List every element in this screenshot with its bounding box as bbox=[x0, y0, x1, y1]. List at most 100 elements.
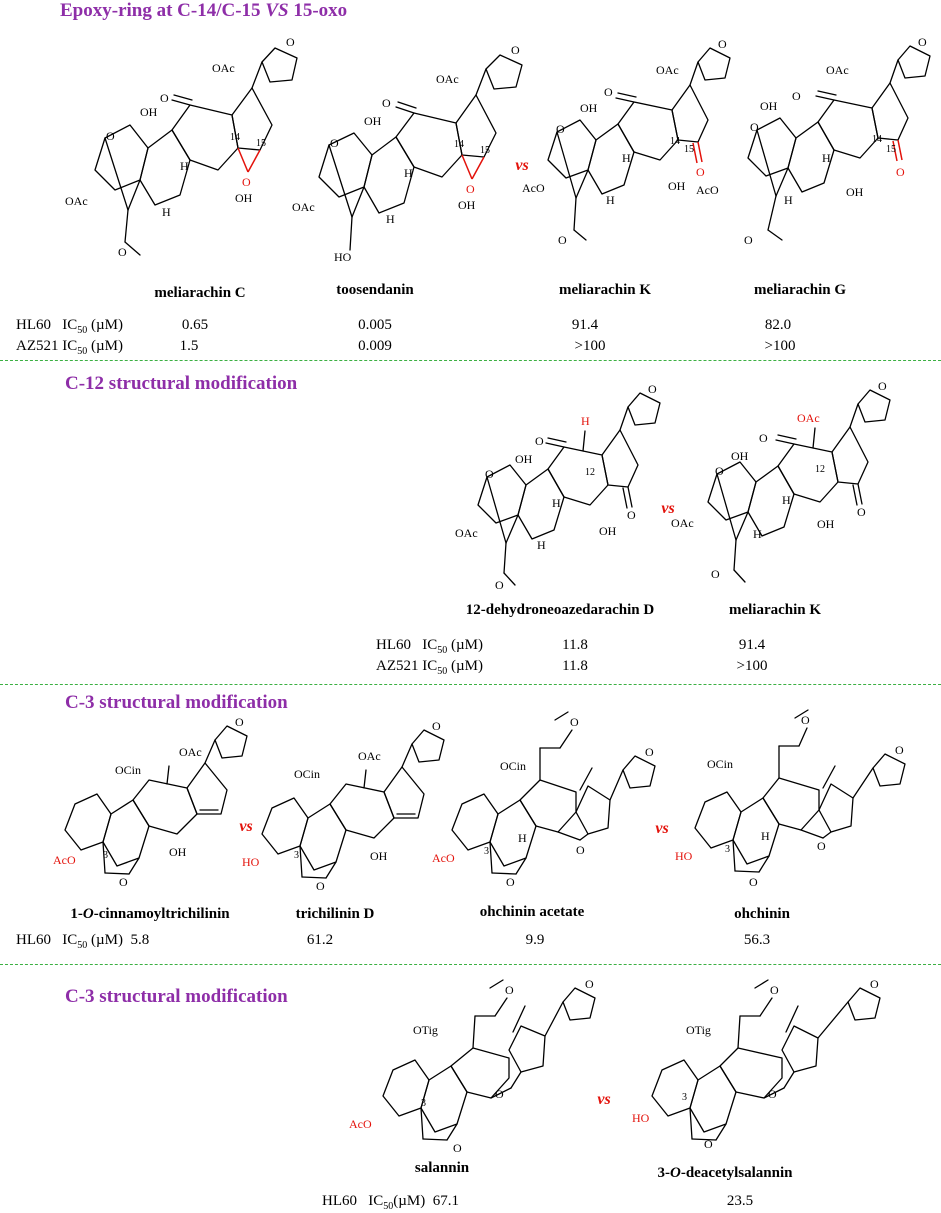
ic50-value: 9.9 bbox=[525, 932, 545, 948]
ic50-row-label: HL60 IC50 (µM) 5.8 bbox=[16, 932, 150, 951]
svg-text:AcO: AcO bbox=[349, 1117, 372, 1131]
svg-text:3: 3 bbox=[421, 1098, 426, 1109]
svg-text:O: O bbox=[627, 508, 636, 522]
svg-text:OCin: OCin bbox=[115, 763, 141, 777]
svg-text:O: O bbox=[696, 165, 705, 179]
ic50-value: 56.3 bbox=[743, 932, 771, 948]
svg-text:AcO: AcO bbox=[696, 183, 719, 197]
svg-text:O: O bbox=[485, 467, 494, 481]
svg-text:O: O bbox=[770, 983, 779, 997]
svg-text:H: H bbox=[761, 829, 770, 843]
svg-text:OCin: OCin bbox=[707, 757, 733, 771]
svg-text:O: O bbox=[801, 713, 810, 727]
svg-text:OTig: OTig bbox=[686, 1023, 711, 1037]
svg-text:O: O bbox=[857, 505, 866, 519]
structure-meliarachin-g: O O 14 15 OAc OH O O AcO H H OH O bbox=[696, 35, 931, 247]
structure-meliarachin-k: O O OAc 12 OH O O OAc H H OH O bbox=[671, 379, 891, 583]
svg-text:OAc: OAc bbox=[826, 63, 849, 77]
ic50-value: 0.009 bbox=[358, 338, 392, 354]
svg-text:O: O bbox=[432, 719, 441, 733]
svg-text:H: H bbox=[784, 193, 793, 207]
svg-text:OAc: OAc bbox=[212, 61, 235, 75]
ic50-row-label: HL60 IC50 (µM) bbox=[376, 637, 483, 656]
section-2-title: C-12 structural modification bbox=[65, 373, 298, 394]
svg-text:H: H bbox=[162, 205, 171, 219]
svg-text:14: 14 bbox=[230, 132, 240, 143]
svg-text:O: O bbox=[585, 977, 594, 991]
svg-text:14: 14 bbox=[670, 136, 680, 147]
svg-text:O: O bbox=[505, 983, 514, 997]
section-3-title: C-3 structural modification bbox=[65, 692, 288, 713]
structure-salannin: O O OTig 3 AcO O O bbox=[349, 977, 596, 1155]
svg-text:O: O bbox=[556, 122, 565, 136]
ic50-value: 0.005 bbox=[358, 317, 392, 333]
svg-text:12: 12 bbox=[585, 467, 595, 478]
svg-text:O: O bbox=[604, 85, 613, 99]
svg-text:3: 3 bbox=[103, 850, 108, 861]
svg-text:H: H bbox=[180, 159, 189, 173]
svg-text:H: H bbox=[622, 151, 631, 165]
svg-text:O: O bbox=[645, 745, 654, 759]
svg-text:OH: OH bbox=[458, 198, 476, 212]
svg-text:OH: OH bbox=[140, 105, 158, 119]
svg-text:HO: HO bbox=[675, 849, 693, 863]
svg-text:OH: OH bbox=[235, 191, 253, 205]
svg-text:OH: OH bbox=[668, 179, 686, 193]
structure-1-o-cinnamoyltrichilinin: O OAc OCin 3 AcO OH O bbox=[53, 715, 248, 889]
ic50-row-label: AZ521 IC50 (µM) bbox=[376, 658, 483, 677]
svg-text:OH: OH bbox=[731, 449, 749, 463]
svg-text:H: H bbox=[552, 496, 561, 510]
svg-text:OH: OH bbox=[169, 845, 187, 859]
svg-text:H: H bbox=[581, 414, 590, 428]
compound-name: meliarachin G bbox=[753, 282, 847, 298]
svg-text:OAc: OAc bbox=[455, 526, 478, 540]
svg-text:H: H bbox=[822, 151, 831, 165]
svg-text:H: H bbox=[606, 193, 615, 207]
svg-text:O: O bbox=[711, 567, 720, 581]
svg-text:15: 15 bbox=[256, 138, 266, 149]
compound-name: ohchinin acetate bbox=[479, 904, 585, 920]
svg-text:HO: HO bbox=[334, 250, 352, 264]
svg-text:OCin: OCin bbox=[500, 759, 526, 773]
svg-text:OH: OH bbox=[515, 452, 533, 466]
vs-label: vs bbox=[655, 820, 669, 837]
svg-text:15: 15 bbox=[886, 144, 896, 155]
svg-text:3: 3 bbox=[484, 846, 489, 857]
svg-text:H: H bbox=[386, 212, 395, 226]
svg-text:O: O bbox=[744, 233, 753, 247]
svg-text:O: O bbox=[918, 35, 927, 49]
svg-text:OTig: OTig bbox=[413, 1023, 438, 1037]
svg-text:OAc: OAc bbox=[65, 194, 88, 208]
ic50-value: 82.0 bbox=[764, 317, 792, 333]
svg-text:O: O bbox=[160, 91, 169, 105]
svg-text:3: 3 bbox=[682, 1092, 687, 1103]
svg-text:O: O bbox=[495, 1087, 504, 1101]
svg-text:O: O bbox=[495, 578, 504, 592]
vs-label: vs bbox=[661, 500, 675, 517]
svg-text:OAc: OAc bbox=[292, 200, 315, 214]
svg-text:O: O bbox=[870, 977, 879, 991]
svg-text:H: H bbox=[518, 831, 527, 845]
svg-text:O: O bbox=[749, 875, 758, 889]
svg-text:O: O bbox=[576, 843, 585, 857]
svg-text:AcO: AcO bbox=[432, 851, 455, 865]
compound-name: meliarachin C bbox=[154, 285, 246, 301]
svg-text:O: O bbox=[895, 743, 904, 757]
svg-text:OH: OH bbox=[599, 524, 617, 538]
svg-text:O: O bbox=[106, 129, 115, 143]
vs-label: vs bbox=[597, 1091, 611, 1108]
compound-name: trichilinin D bbox=[295, 906, 375, 922]
svg-text:AcO: AcO bbox=[53, 853, 76, 867]
vs-label: vs bbox=[239, 818, 253, 835]
ic50-value: 91.4 bbox=[571, 317, 599, 333]
compound-name: meliarachin K bbox=[558, 282, 652, 298]
svg-text:OH: OH bbox=[846, 185, 864, 199]
structure-12-dehydroneoazedarachin-d: O O H 12 OH O O OAc H H OH O bbox=[455, 382, 661, 592]
svg-text:O: O bbox=[453, 1141, 462, 1155]
svg-text:O: O bbox=[759, 431, 768, 445]
ic50-value: >100 bbox=[736, 658, 768, 674]
ic50-value: 67.1 bbox=[432, 1193, 459, 1209]
section-divider bbox=[0, 360, 941, 361]
compound-name: 12-dehydroneoazedarachin D bbox=[465, 602, 655, 618]
svg-text:O: O bbox=[382, 96, 391, 110]
